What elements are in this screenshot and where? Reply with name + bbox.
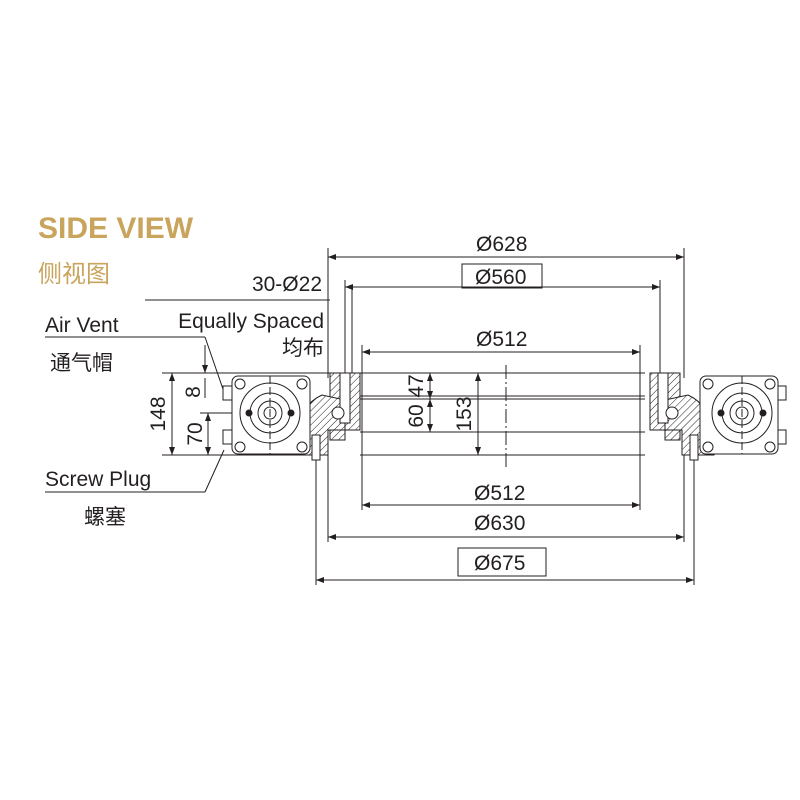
dim-153: 153 <box>453 396 476 431</box>
air-vent <box>222 385 233 401</box>
air-vent-cn-label: 通气帽 <box>50 352 113 375</box>
dim-box-675 <box>457 547 547 577</box>
left-worm-gearbox <box>222 375 311 455</box>
dim-675: Ø675 <box>474 552 525 575</box>
dim-box-560 <box>461 263 543 289</box>
dim-8: 8 <box>182 386 205 398</box>
screw-plug-label: Screw Plug <box>45 468 151 491</box>
dim-560: Ø560 <box>475 266 526 289</box>
dim-630: Ø630 <box>474 512 525 535</box>
dim-148: 148 <box>147 396 170 431</box>
screw-plug-cn-label: 螺塞 <box>84 506 126 529</box>
dim-628: Ø628 <box>476 233 527 256</box>
dim-512-top: Ø512 <box>476 328 527 351</box>
equally-spaced-cn-label: 均布 <box>282 337 324 360</box>
right-worm-gearbox <box>699 375 787 455</box>
section-title-cn: 侧视图 <box>38 261 110 288</box>
holes-label: 30-Ø22 <box>252 273 322 296</box>
dim-47: 47 <box>405 374 428 397</box>
dim-70: 70 <box>184 422 207 445</box>
dim-512-bottom: Ø512 <box>474 482 525 505</box>
air-vent-label: Air Vent <box>45 314 119 337</box>
equally-spaced-label: Equally Spaced <box>178 310 324 333</box>
screw-plug <box>222 429 233 445</box>
section-title: SIDE VIEW <box>38 212 194 245</box>
dim-60: 60 <box>405 404 428 427</box>
